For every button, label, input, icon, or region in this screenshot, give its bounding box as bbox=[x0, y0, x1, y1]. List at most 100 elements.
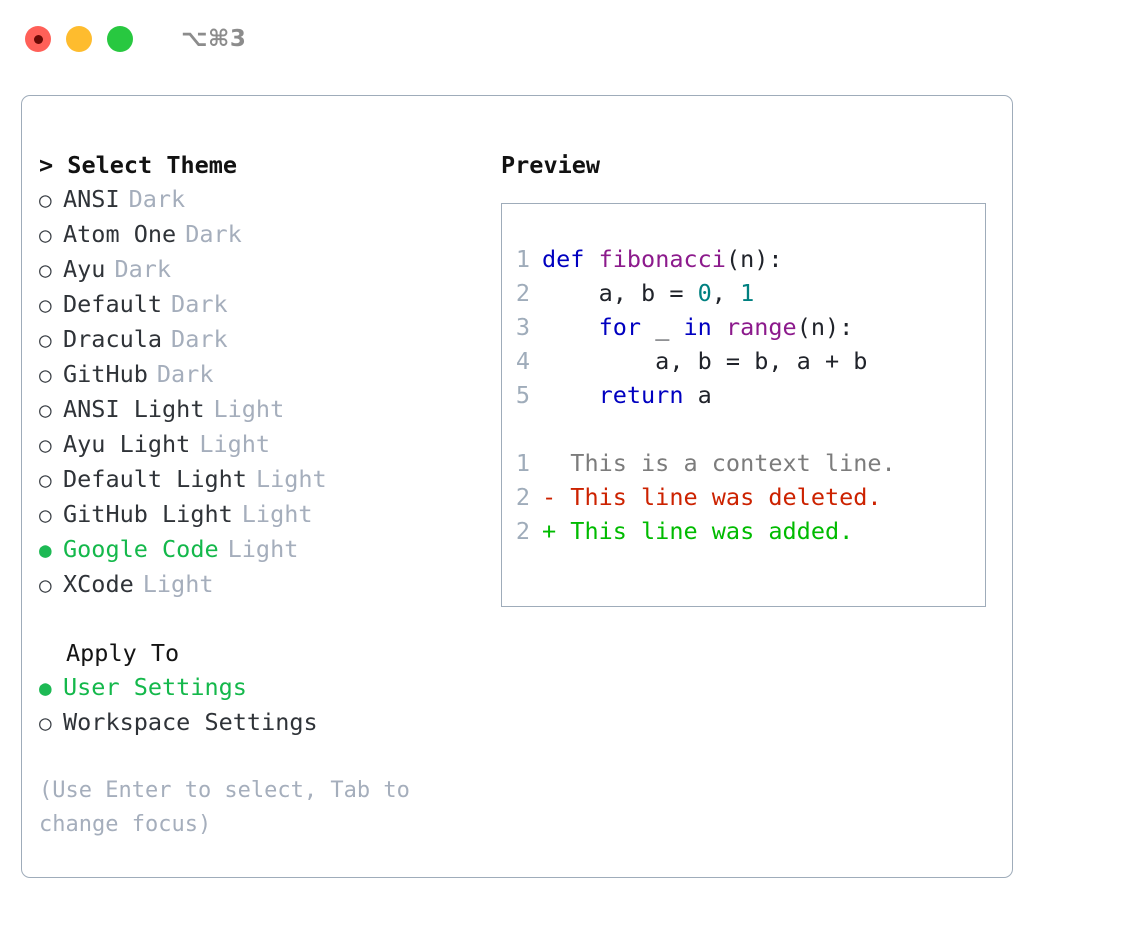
diff-line: 2 - This line was deleted. bbox=[502, 480, 985, 514]
token-txt bbox=[584, 245, 598, 273]
theme-option-label: Atom One bbox=[63, 220, 177, 248]
recording-dot-icon bbox=[33, 34, 43, 44]
theme-option-google-code[interactable]: ● Google Code Light bbox=[39, 532, 489, 567]
token-txt: , bbox=[711, 279, 741, 307]
code-line: 3 for _ in range(n): bbox=[502, 310, 985, 344]
line-number: 2 bbox=[515, 517, 530, 545]
maximize-window-button[interactable] bbox=[107, 26, 133, 52]
theme-option-ayu[interactable]: ○ Ayu Dark bbox=[39, 252, 489, 287]
code-line: 4 a, b = b, a + b bbox=[502, 344, 985, 378]
theme-option-label: XCode bbox=[63, 570, 134, 598]
token-txt: a, b = b, a + b bbox=[542, 347, 868, 375]
theme-option-label: Ayu bbox=[63, 255, 106, 283]
token-punc: (n): bbox=[796, 313, 854, 341]
theme-option-label: Default bbox=[63, 290, 163, 318]
radio-unselected-icon: ○ bbox=[39, 433, 52, 457]
theme-variant-badge: Dark bbox=[114, 255, 172, 283]
theme-option-github[interactable]: ○ GitHub Dark bbox=[39, 357, 489, 392]
token-kw: return bbox=[598, 381, 684, 409]
radio-unselected-icon: ○ bbox=[39, 503, 52, 527]
screenshot-shortcut-label: ⌥⌘3 bbox=[181, 26, 247, 52]
theme-variant-badge: Light bbox=[213, 395, 285, 423]
code-line-content: a, b = 0, 1 bbox=[542, 276, 755, 310]
line-number: 1 bbox=[515, 449, 530, 477]
token-del: - This line was deleted. bbox=[542, 483, 882, 511]
diff-line-content: This is a context line. bbox=[542, 446, 895, 480]
code-spacer bbox=[502, 412, 985, 446]
token-txt: _ bbox=[641, 313, 684, 341]
token-txt bbox=[712, 313, 726, 341]
traffic-light-group bbox=[25, 26, 133, 52]
diff-line: 2 + This line was added. bbox=[502, 514, 985, 548]
diff-line-content: + This line was added. bbox=[542, 514, 853, 548]
theme-variant-badge: Light bbox=[227, 535, 299, 563]
theme-option-label: GitHub bbox=[63, 360, 148, 388]
token-fn: range bbox=[725, 313, 797, 341]
diff-line-content: - This line was deleted. bbox=[542, 480, 882, 514]
theme-variant-badge: Light bbox=[255, 465, 327, 493]
radio-unselected-icon: ○ bbox=[39, 468, 52, 492]
code-line: 5 return a bbox=[502, 378, 985, 412]
apply-to-option-workspace-settings[interactable]: ○Workspace Settings bbox=[39, 705, 489, 740]
theme-option-label: ANSI bbox=[63, 185, 120, 213]
code-line-content: a, b = b, a + b bbox=[542, 344, 867, 378]
radio-unselected-icon: ○ bbox=[39, 363, 52, 387]
minimize-window-button[interactable] bbox=[66, 26, 92, 52]
select-theme-heading: > Select Theme bbox=[39, 151, 238, 179]
token-txt bbox=[542, 313, 599, 341]
diff-sample: 1 This is a context line. 2 - This line wa… bbox=[502, 446, 985, 548]
token-fn: fibonacci bbox=[598, 245, 726, 273]
apply-to-heading: Apply To bbox=[66, 639, 180, 667]
theme-option-ayu-light[interactable]: ○ Ayu Light Light bbox=[39, 427, 489, 462]
code-line: 1 def fibonacci(n): bbox=[502, 242, 985, 276]
diff-line: 1 This is a context line. bbox=[502, 446, 985, 480]
code-line-content: for _ in range(n): bbox=[542, 310, 854, 344]
radio-unselected-icon: ○ bbox=[39, 398, 52, 422]
token-txt: a bbox=[683, 381, 712, 409]
line-number: 5 bbox=[515, 381, 530, 409]
line-number: 3 bbox=[515, 313, 530, 341]
close-window-button[interactable] bbox=[25, 26, 51, 52]
code-line-content: return a bbox=[542, 378, 712, 412]
theme-variant-badge: Light bbox=[241, 500, 313, 528]
theme-variant-badge: Dark bbox=[156, 360, 214, 388]
theme-variant-badge: Dark bbox=[185, 220, 242, 248]
apply-to-option-label: Workspace Settings bbox=[63, 708, 318, 736]
token-kw: def bbox=[542, 245, 585, 273]
theme-option-label: Google Code bbox=[63, 535, 219, 563]
theme-variant-badge: Dark bbox=[171, 290, 228, 318]
preview-heading: Preview bbox=[501, 151, 601, 179]
line-number: 4 bbox=[515, 347, 530, 375]
line-number: 1 bbox=[515, 245, 530, 273]
radio-unselected-icon: ○ bbox=[39, 258, 52, 282]
theme-variant-badge: Light bbox=[199, 430, 271, 458]
keyboard-hint-text: (Use Enter to select, Tab to change focu… bbox=[39, 778, 424, 837]
token-num: 0 bbox=[697, 279, 712, 307]
token-punc: (n): bbox=[725, 245, 783, 273]
token-add: + This line was added. bbox=[542, 517, 854, 545]
token-txt bbox=[542, 381, 599, 409]
theme-variant-badge: Dark bbox=[128, 185, 186, 213]
token-kw: for bbox=[598, 313, 642, 341]
line-number: 2 bbox=[515, 279, 530, 307]
theme-option-label: Ayu Light bbox=[63, 430, 191, 458]
token-txt: a, b = bbox=[542, 279, 698, 307]
apply-to-option-user-settings[interactable]: ●User Settings bbox=[39, 670, 489, 705]
radio-selected-icon: ● bbox=[39, 538, 52, 562]
code-line: 2 a, b = 0, 1 bbox=[502, 276, 985, 310]
radio-unselected-icon: ○ bbox=[39, 328, 52, 352]
line-number: 2 bbox=[515, 483, 530, 511]
